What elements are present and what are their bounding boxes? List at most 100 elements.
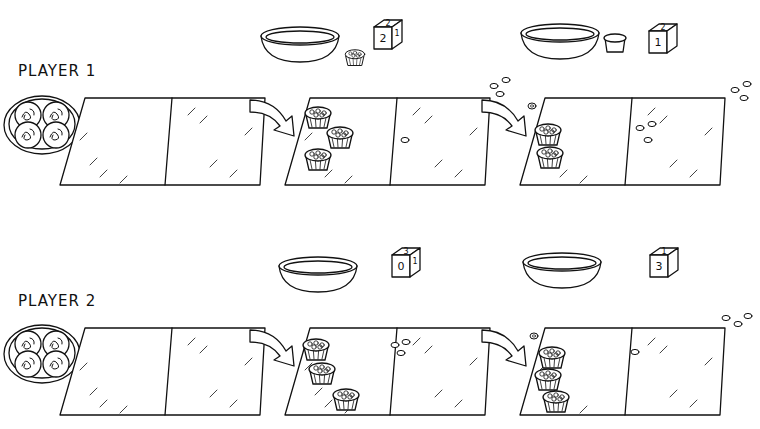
step-arrow <box>482 330 526 366</box>
topping-swirl <box>50 129 62 140</box>
topping <box>318 369 322 373</box>
topping <box>550 130 554 134</box>
mat-divider <box>165 98 172 185</box>
topping <box>550 375 554 379</box>
topping-swirl <box>22 338 34 349</box>
bead <box>397 350 405 355</box>
hatch <box>580 406 587 413</box>
mat-outline <box>520 98 725 185</box>
topping <box>348 395 352 399</box>
step-arrow <box>482 100 526 136</box>
die-side <box>668 248 678 277</box>
mat-divider <box>165 328 172 415</box>
cupcake <box>537 147 563 168</box>
hatch <box>435 390 442 397</box>
topping-swirl <box>22 358 34 369</box>
hatch <box>100 400 107 407</box>
topping <box>310 152 314 156</box>
hatch <box>200 116 207 123</box>
topping <box>349 52 352 55</box>
die-number: 3 <box>656 261 663 272</box>
topping <box>320 155 324 159</box>
hatch <box>120 406 127 413</box>
hatch <box>100 170 107 177</box>
topping <box>552 397 556 401</box>
topping-swirl <box>50 109 62 120</box>
mat <box>285 98 490 185</box>
die-number: 1 <box>412 258 417 266</box>
hatch <box>345 176 352 183</box>
cupcake-top <box>303 339 329 351</box>
token-inner <box>532 335 535 337</box>
die-number: 2 <box>380 33 387 44</box>
die-side <box>392 20 402 49</box>
cupcake <box>309 363 335 384</box>
topping <box>352 54 355 57</box>
hatch <box>230 400 237 407</box>
hatch <box>80 363 87 370</box>
bowl-rim <box>523 253 601 271</box>
bead <box>731 87 739 92</box>
hatch <box>188 338 195 345</box>
topping <box>558 397 562 401</box>
hatch <box>245 358 252 365</box>
topping <box>310 110 314 114</box>
lid <box>604 34 626 42</box>
hatch <box>305 133 312 140</box>
mat-divider <box>390 98 397 185</box>
cupcake-top-view <box>15 122 41 148</box>
bead <box>502 77 510 82</box>
bead <box>743 81 751 86</box>
cupcake-top <box>305 107 331 119</box>
mat-outline <box>60 98 265 185</box>
hatch <box>230 170 237 177</box>
covered-cupcake <box>604 34 626 52</box>
tray-inner <box>9 99 75 149</box>
hatch <box>325 170 332 177</box>
bead <box>744 313 752 318</box>
bead <box>734 321 742 326</box>
mat <box>285 328 490 415</box>
die-front <box>650 255 668 277</box>
step-arrow <box>250 330 294 366</box>
topping <box>318 345 322 349</box>
topping <box>342 133 346 137</box>
topping <box>544 350 548 354</box>
step-arrow <box>250 100 294 136</box>
mat <box>60 328 265 415</box>
die: 21 <box>645 22 679 56</box>
die-number: 1 <box>655 37 662 48</box>
cupcake-top <box>535 369 561 381</box>
cupcake-top <box>535 124 561 136</box>
bowl-inner <box>526 28 594 40</box>
die-number: 3 <box>403 248 408 256</box>
hatch <box>670 160 677 167</box>
hatch <box>188 108 195 115</box>
hatch <box>660 346 667 353</box>
hatch <box>90 388 97 395</box>
topping <box>312 345 316 349</box>
cupcake-top <box>305 149 331 161</box>
token-inner <box>530 105 533 107</box>
bowl-rim <box>261 27 339 45</box>
topping <box>342 395 346 399</box>
bead <box>740 95 748 100</box>
cupcake-top-view <box>43 351 69 377</box>
hatch <box>470 358 477 365</box>
topping <box>308 342 312 346</box>
mat <box>60 98 265 185</box>
tray-rim <box>4 325 80 383</box>
hatch <box>580 176 587 183</box>
bead <box>402 339 410 344</box>
die-number: 2 <box>660 24 665 32</box>
bead <box>490 83 498 88</box>
bowl-rim <box>521 24 599 42</box>
bead <box>631 349 639 354</box>
cupcake <box>327 127 353 148</box>
bead <box>636 125 644 130</box>
cupcake-top-view <box>43 122 69 148</box>
hatch <box>705 358 712 365</box>
die-side <box>667 24 677 53</box>
cupcake-top-view <box>15 351 41 377</box>
